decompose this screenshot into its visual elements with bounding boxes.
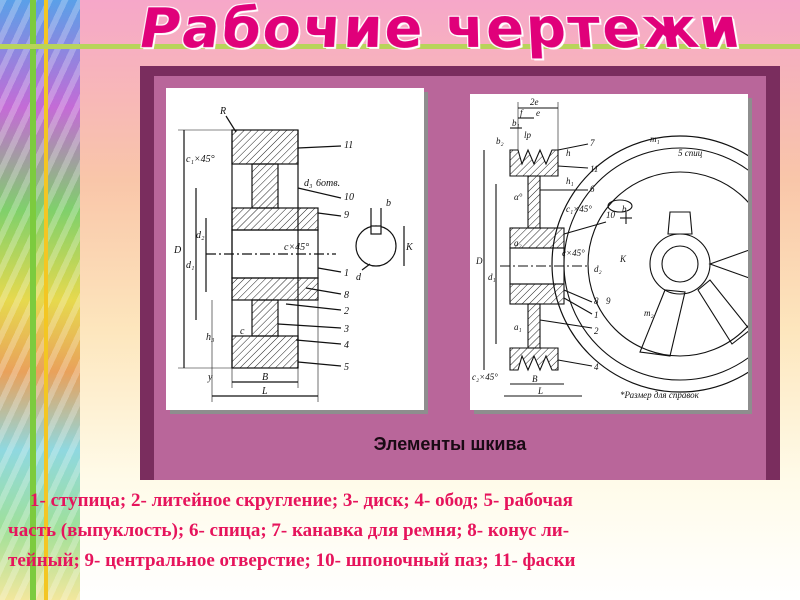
pulley-section-svg: R c₁×45° d₃ 6отв. 11 10 9 b K d D d₁ d₂ … [166, 88, 424, 410]
label-K: K [405, 242, 414, 253]
hub-top [232, 208, 318, 230]
label-spokes: 5 спиц [678, 148, 703, 158]
label-cx45: c×45° [562, 248, 585, 258]
label-h: h [566, 148, 571, 158]
label-a1: a₁ [514, 322, 522, 332]
label-11: 11 [590, 164, 598, 174]
label-L: L [261, 386, 268, 397]
label-b: b [622, 204, 627, 214]
label-D: D [173, 245, 182, 256]
label-B: B [262, 372, 268, 383]
label-D: D [475, 256, 483, 266]
label-b1: b₁ [512, 118, 520, 128]
label-b: b [386, 198, 391, 209]
label-R: R [219, 106, 226, 117]
label-alpha: α° [514, 192, 523, 202]
label-6: 6 [590, 184, 595, 194]
rim-top [232, 130, 298, 164]
label-c2x45: c₂×45° [472, 372, 498, 382]
spoke-top [528, 176, 540, 228]
label-L: L [537, 386, 543, 396]
pulley-spokes-drawing: 2e f e b₁ lp b₂ h h₁ 7 11 6 α° c₁×45° 10… [470, 94, 748, 410]
pulley-section-drawing: R c₁×45° d₃ 6отв. 11 10 9 b K d D d₁ d₂ … [166, 88, 424, 410]
label-note: *Размер для справок [620, 390, 700, 400]
label-2: 2 [344, 306, 349, 317]
label-e: e [536, 108, 540, 118]
label-1: 1 [594, 310, 599, 320]
label-8: 8 [594, 296, 599, 306]
label-f: f [520, 108, 524, 118]
label-m1: m₁ [650, 134, 660, 144]
label-9: 9 [344, 210, 349, 221]
label-4: 4 [344, 340, 349, 351]
label-c1x45: c₁×45° [566, 204, 592, 214]
grooved-rim-top [510, 150, 558, 176]
label-y: y [207, 372, 213, 383]
label-7: 7 [590, 138, 595, 148]
label-11: 11 [344, 140, 353, 151]
rim-bottom [232, 336, 298, 368]
label-9: 9 [606, 296, 611, 306]
label-m2: m₂ [644, 308, 654, 318]
pulley-spokes-svg: 2e f e b₁ lp b₂ h h₁ 7 11 6 α° c₁×45° 10… [470, 94, 748, 410]
label-K: K [619, 254, 627, 264]
hub-bottom [232, 278, 318, 300]
label-10: 10 [344, 192, 354, 203]
label-cx45: c×45° [284, 242, 309, 253]
label-3: 3 [343, 324, 349, 335]
label-lp: lp [524, 130, 532, 140]
label-d1: d₁ [186, 260, 194, 271]
label-5: 5 [344, 362, 349, 373]
legend-line: тейный; 9- центральное отверстие; 10- шп… [0, 546, 800, 576]
label-h3: h₃ [206, 332, 215, 343]
label-d: d [356, 272, 362, 283]
label-c: c [240, 326, 245, 337]
slide-title: Рабочие чертежи [112, 0, 767, 76]
disc-top [252, 164, 278, 208]
label-d3: d₃ [304, 178, 313, 189]
label-c1x45: c₁×45° [186, 154, 215, 165]
figure-caption: Элементы шкива [154, 434, 746, 455]
label-d2: d₂ [196, 230, 205, 241]
disc-bottom [252, 300, 278, 336]
label-d2: d₂ [594, 264, 602, 274]
spoke-bottom [528, 304, 540, 348]
label-B: B [532, 374, 538, 384]
label-1: 1 [344, 268, 349, 279]
label-h1: h₁ [566, 176, 574, 186]
label-a2: a₂ [514, 238, 522, 248]
label-d1: d₁ [488, 272, 496, 282]
parts-legend: 1- ступица; 2- литейное скругление; 3- д… [0, 486, 800, 576]
legend-line: часть (выпуклость); 6- спица; 7- канавка… [0, 516, 800, 546]
label-10: 10 [606, 210, 616, 220]
label-2e: 2e [530, 97, 539, 107]
label-8: 8 [344, 290, 349, 301]
label-2: 2 [594, 326, 599, 336]
legend-line: 1- ступица; 2- литейное скругление; 3- д… [0, 486, 800, 516]
label-b2: b₂ [496, 136, 504, 146]
grooved-rim-bottom [510, 348, 558, 370]
label-otv: 6отв. [316, 178, 340, 189]
label-4: 4 [594, 362, 599, 372]
